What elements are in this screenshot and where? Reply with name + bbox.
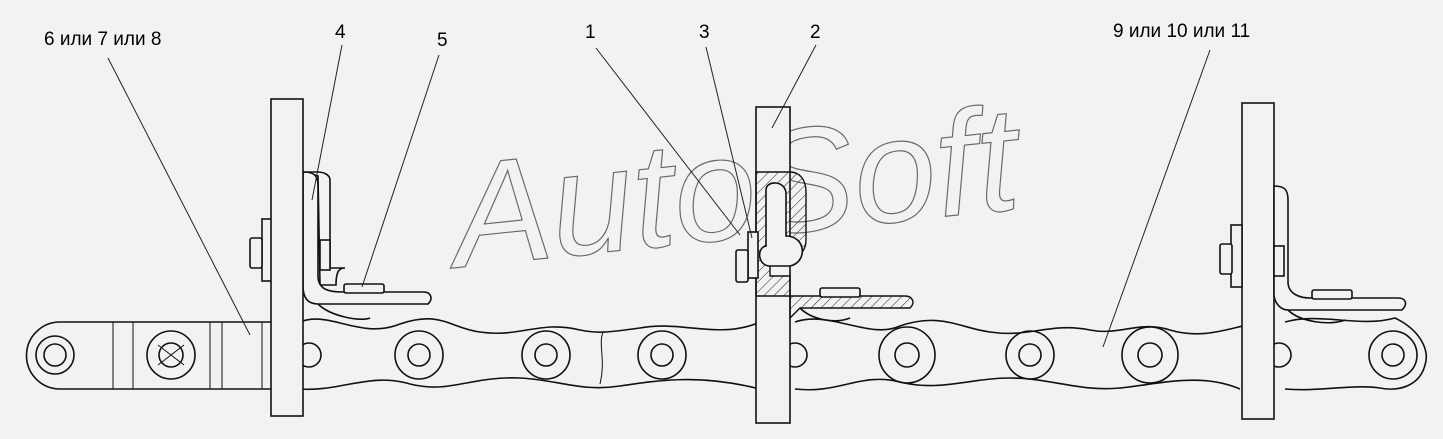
bolt-nut	[249, 237, 263, 269]
pin	[1137, 342, 1163, 368]
leader-2	[771, 44, 817, 129]
callout-9-10-11: 9 или 10 или 11	[1113, 21, 1250, 42]
watermark-text: AutoSoft	[436, 75, 1032, 300]
callout-3: 3	[699, 22, 710, 43]
scraper-plate-left	[270, 98, 304, 417]
callout-5: 5	[437, 30, 448, 51]
angle-bracket-4	[302, 171, 432, 305]
roller	[146, 330, 196, 380]
flight-assembly-center	[735, 106, 914, 424]
pin	[1018, 343, 1042, 367]
pin	[158, 342, 184, 368]
bolt-pad	[319, 239, 331, 271]
pin	[1381, 343, 1405, 367]
nut	[735, 249, 749, 283]
leader-4	[311, 44, 343, 201]
section-bracket-foot	[789, 295, 914, 320]
chain-rollers	[35, 326, 1418, 384]
roller	[35, 335, 75, 375]
leader-lines	[107, 44, 1211, 348]
pin	[894, 342, 920, 368]
pin-cross-mark	[157, 344, 185, 366]
leader-3	[705, 46, 753, 239]
callout-labels: 6 или 7 или 8 4 5 1 3 2 9 или 10 или 11	[44, 21, 1250, 51]
bolt-head	[1311, 289, 1353, 300]
roller	[1368, 330, 1418, 380]
leader-5	[361, 54, 440, 288]
bolt-head	[819, 287, 861, 298]
callout-2: 2	[810, 22, 821, 43]
bolt-pad	[1273, 245, 1285, 277]
chain-outline-top	[299, 317, 1427, 390]
section-bolt-1	[758, 182, 804, 267]
pin	[534, 343, 558, 367]
roller	[1005, 330, 1055, 380]
pin	[407, 343, 431, 367]
leader-9-10-11	[1102, 49, 1211, 348]
bracket-curve	[317, 303, 371, 320]
scraper-plate-right	[1241, 102, 1275, 420]
pin	[650, 343, 674, 367]
roller	[637, 330, 687, 380]
roller-chain	[25, 317, 1427, 396]
bracket-curve	[799, 307, 851, 322]
roller	[1121, 326, 1179, 384]
angle-bracket	[301, 171, 346, 286]
break-line	[599, 331, 604, 385]
callout-1: 1	[585, 22, 596, 43]
leader-6-7-8	[107, 57, 251, 336]
roller	[394, 330, 444, 380]
callout-6-7-8: 6 или 7 или 8	[44, 29, 161, 50]
washer-3	[747, 231, 759, 279]
chain-outline-bottom	[299, 377, 1381, 391]
chain-link-left-straight	[25, 321, 275, 390]
roller	[521, 330, 571, 380]
callout-4: 4	[335, 22, 346, 43]
leader-1	[595, 47, 741, 236]
bracket-curve	[1287, 309, 1346, 324]
flight-assembly-right	[1219, 102, 1407, 420]
angle-bracket	[1273, 185, 1407, 311]
roller	[878, 326, 936, 384]
bolt-head-5	[343, 283, 385, 294]
pin	[43, 343, 67, 367]
bolt-nut	[1219, 243, 1233, 275]
flight-assembly-left	[249, 98, 432, 417]
